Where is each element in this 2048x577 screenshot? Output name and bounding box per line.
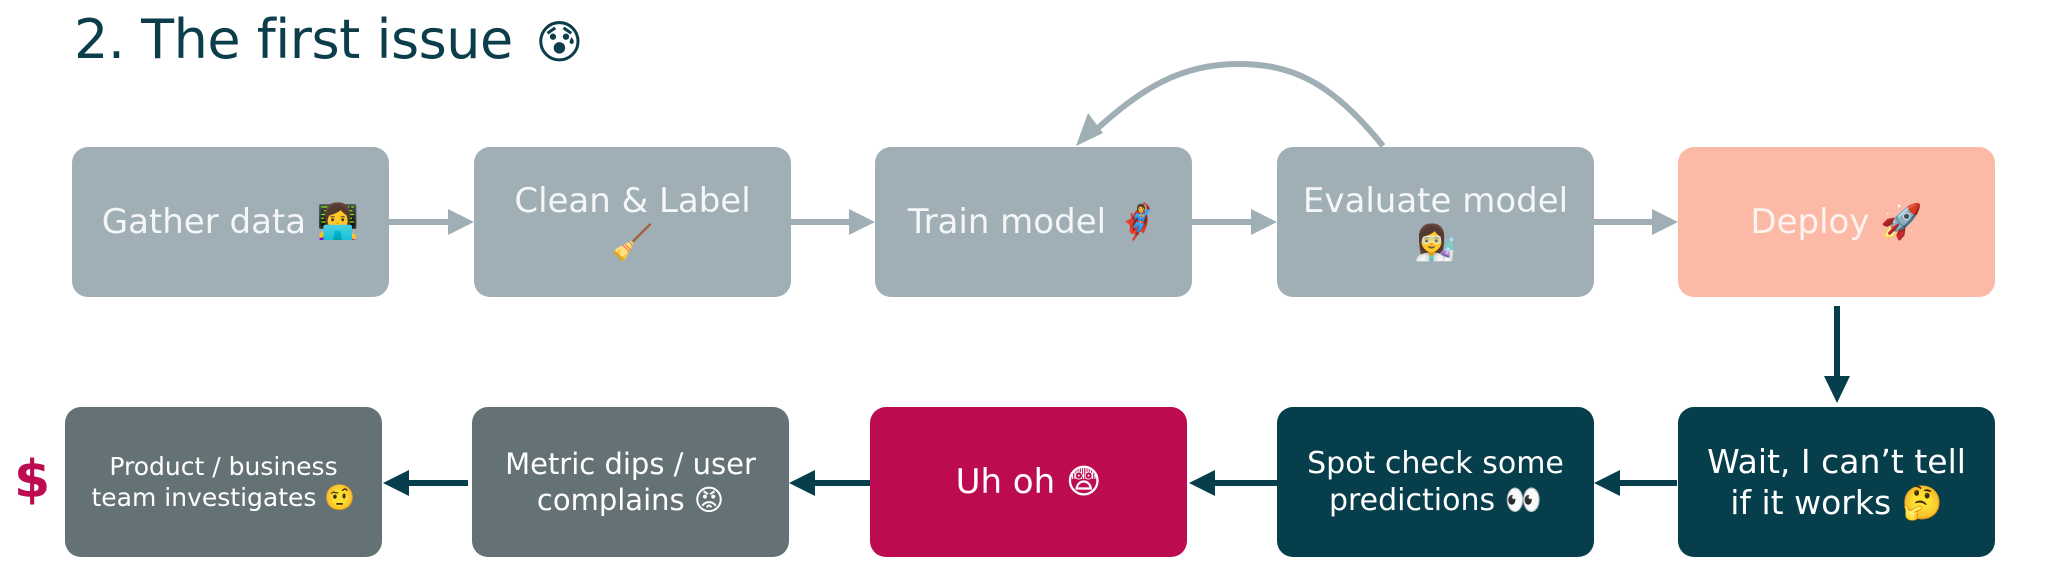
arrow-spot-to-uhoh [1189, 470, 1277, 496]
step-label: Spot check some predictions 👀 [1307, 445, 1564, 519]
step-label: Train model 🦸‍♀️ [907, 201, 1160, 242]
step-label: Clean & Label 🧹 [514, 180, 751, 264]
step-label: Wait, I can’t tell if it works 🤔 [1707, 441, 1966, 522]
step-team-investigates: Product / business team investigates 🤨 [65, 407, 382, 557]
step-label: Deploy 🚀 [1750, 201, 1923, 242]
arrow-train-to-evaluate [1192, 209, 1277, 235]
step-uh-oh: Uh oh 😨 [870, 407, 1187, 557]
step-label: Metric dips / user complains 😡 [505, 446, 756, 517]
arrow-evaluate-loop-to-train [1076, 60, 1386, 148]
step-gather-data: Gather data 👩‍💻 [72, 147, 389, 297]
arrow-evaluate-to-deploy [1593, 209, 1678, 235]
step-train-model: Train model 🦸‍♀️ [875, 147, 1192, 297]
arrow-gather-to-clean [389, 209, 474, 235]
cost-dollar-icon: $ [14, 450, 51, 510]
step-label: Product / business team investigates 🤨 [91, 451, 356, 512]
step-clean-label: Clean & Label 🧹 [474, 147, 791, 297]
step-metric-dips: Metric dips / user complains 😡 [472, 407, 789, 557]
slide-title-text: 2. The first issue [74, 8, 513, 71]
step-deploy: Deploy 🚀 [1678, 147, 1995, 297]
step-label: Evaluate model 👩‍🔬 [1302, 180, 1569, 264]
arrow-wait-to-spot [1594, 470, 1677, 496]
step-cant-tell: Wait, I can’t tell if it works 🤔 [1678, 407, 1995, 557]
step-label: Gather data 👩‍💻 [101, 201, 360, 242]
step-label: Uh oh 😨 [955, 461, 1102, 502]
arrow-uhoh-to-metric [789, 470, 870, 496]
slide-title: 2. The first issue 😰 [74, 8, 583, 71]
arrow-metric-to-investigate [383, 470, 468, 496]
anxious-face-icon: 😰 [535, 15, 583, 69]
arrow-clean-to-train [790, 209, 875, 235]
step-spot-check: Spot check some predictions 👀 [1277, 407, 1594, 557]
step-evaluate-model: Evaluate model 👩‍🔬 [1277, 147, 1594, 297]
arrow-deploy-to-wait [1824, 306, 1850, 403]
